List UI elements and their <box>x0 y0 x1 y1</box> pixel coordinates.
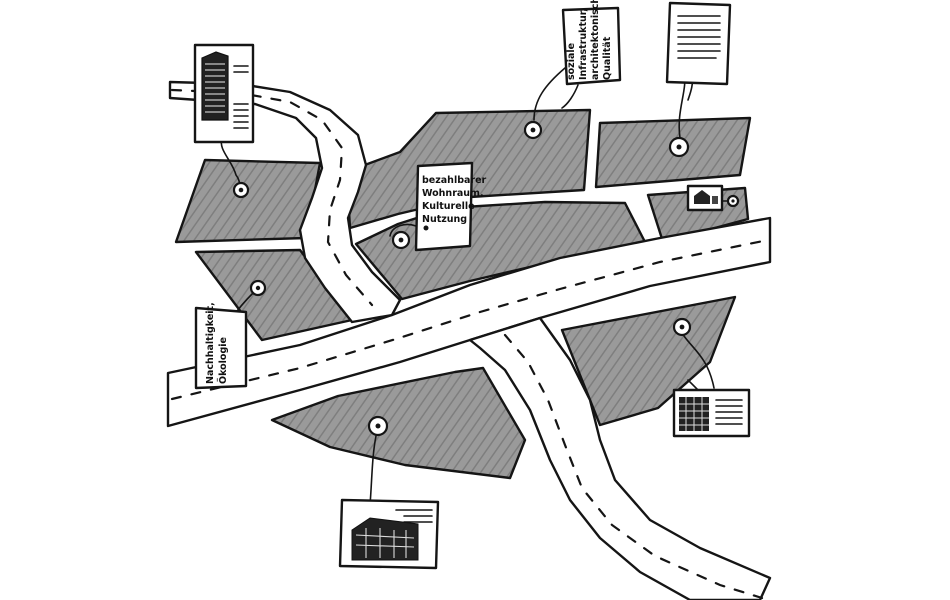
parcel-south-east <box>560 295 737 427</box>
social-infrastructure-card: soziale Infrastruktur, architektonische … <box>523 0 622 140</box>
svg-text:bezahlbarer: bezahlbarer <box>422 175 487 186</box>
svg-text:Ökologie: Ökologie <box>218 337 229 384</box>
sustainability-card: Nachhaltigkeit, Ökologie <box>194 279 267 390</box>
road-network <box>166 80 772 600</box>
document-icon <box>677 15 721 59</box>
main-road <box>166 216 772 428</box>
housing-card-leader <box>389 223 417 237</box>
social-card-text: soziale Infrastruktur, architektonische … <box>566 0 613 80</box>
tower-building-icon <box>201 51 229 121</box>
svg-text:Nachhaltigkeit,: Nachhaltigkeit, <box>205 302 216 384</box>
office-card-leader <box>683 335 715 389</box>
house-card <box>686 184 740 212</box>
south-road-centerline <box>503 333 764 600</box>
social-card-leader <box>533 67 566 121</box>
hall-card-leader <box>369 435 377 506</box>
hall-building-icon <box>351 517 419 561</box>
main-road-centerline <box>170 238 770 401</box>
svg-text:Infrastruktur,: Infrastruktur, <box>578 8 589 80</box>
housing-card-frame <box>414 161 474 252</box>
tower-card <box>193 43 255 199</box>
svg-text:architektonische: architektonische <box>590 0 601 80</box>
office-building-icon <box>679 397 709 431</box>
office-card <box>672 317 751 438</box>
svg-text:Kulturelle: Kulturelle <box>422 201 475 212</box>
house-icon <box>694 190 718 204</box>
sustainability-card-text: Nachhaltigkeit, Ökologie <box>205 302 229 384</box>
svg-text:Nutzung: Nutzung <box>422 214 467 225</box>
office-card-text-lines <box>715 399 743 425</box>
affordable-housing-card: bezahlbarer Wohnraum, Kulturelle Nutzung <box>389 161 487 252</box>
svg-text:soziale: soziale <box>566 43 577 80</box>
social-card-frame <box>561 6 622 86</box>
svg-text:Qualität: Qualität <box>602 36 613 80</box>
south-road <box>468 316 772 600</box>
svg-text:Wohnraum,: Wohnraum, <box>422 188 484 199</box>
parcel-south-west <box>270 366 527 480</box>
tower-card-text-lines <box>233 65 249 129</box>
sustainability-card-frame <box>194 306 248 390</box>
housing-card-text: bezahlbarer Wohnraum, Kulturelle Nutzung <box>422 175 487 225</box>
north-road <box>168 80 402 324</box>
document-card <box>665 1 732 158</box>
hall-card <box>338 415 440 570</box>
north-road-centerline <box>170 88 374 307</box>
hall-card-text-lines <box>395 509 433 523</box>
